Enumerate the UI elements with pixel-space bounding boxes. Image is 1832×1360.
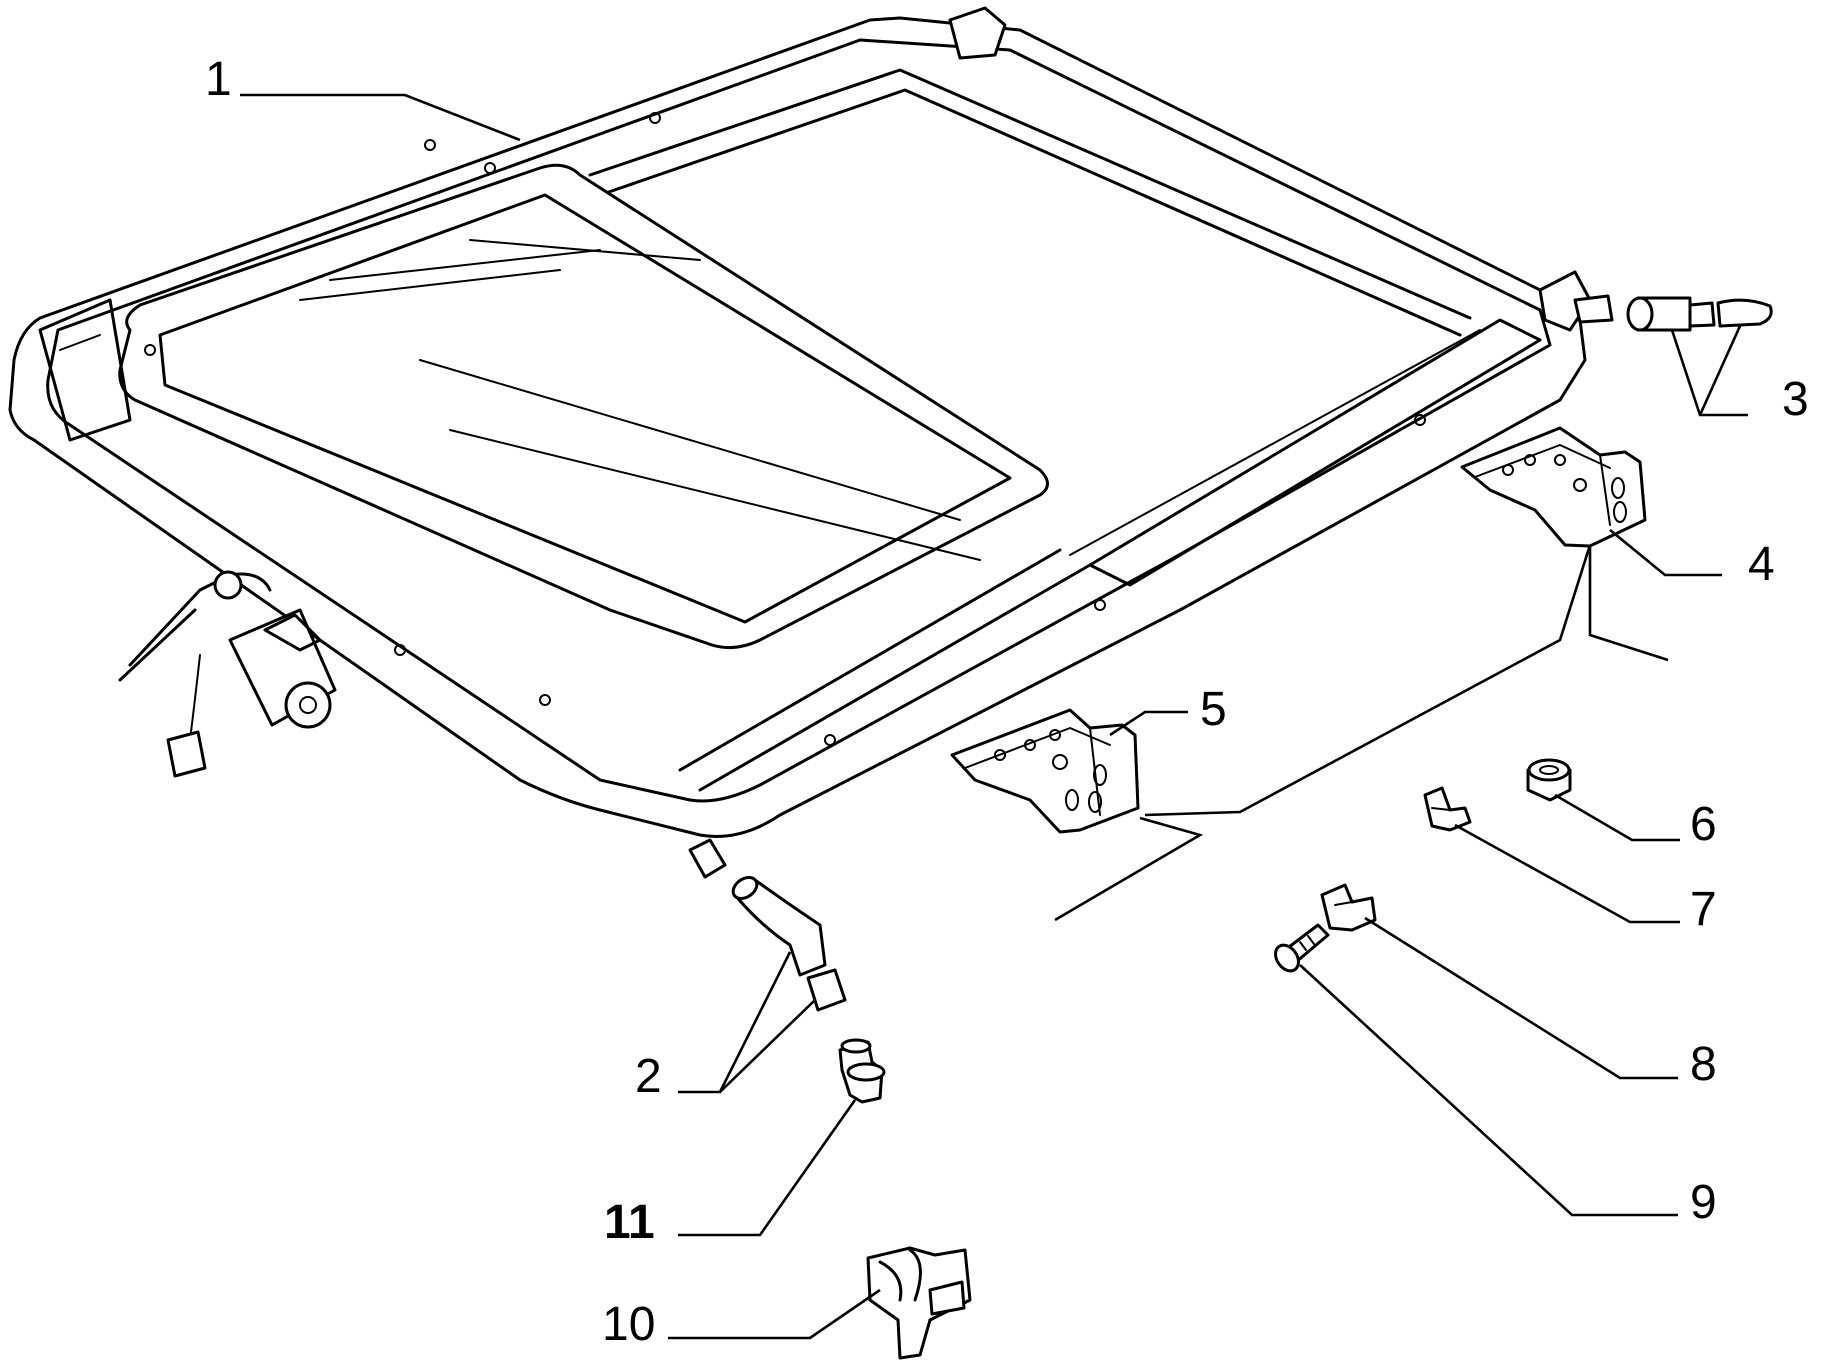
callout-1: 1 [205, 53, 232, 106]
callout-3: 3 [1782, 373, 1809, 426]
nut [1526, 758, 1572, 802]
callout-4: 4 [1748, 538, 1775, 591]
callout-11: 11 [604, 1196, 655, 1249]
drain-hose-front [731, 876, 847, 1012]
leader-lines [240, 93, 1748, 1340]
screw [1274, 923, 1330, 973]
mounting-bracket-left [950, 708, 1140, 834]
clamp [866, 1246, 972, 1360]
callout-2: 2 [635, 1050, 662, 1103]
clip [1423, 786, 1472, 832]
drain-hose-rear [1626, 296, 1773, 332]
callout-6: 6 [1690, 798, 1717, 851]
callout-9: 9 [1690, 1176, 1717, 1229]
grommet [838, 1038, 886, 1104]
callout-5: 5 [1200, 683, 1227, 736]
sunroof-frame [8, 6, 1614, 879]
clip-bracket [1320, 883, 1377, 932]
callout-10: 10 [602, 1298, 655, 1351]
callout-8: 8 [1690, 1038, 1717, 1091]
callout-7: 7 [1690, 883, 1717, 936]
motor [228, 608, 337, 729]
mounting-bracket-right [1460, 426, 1647, 548]
